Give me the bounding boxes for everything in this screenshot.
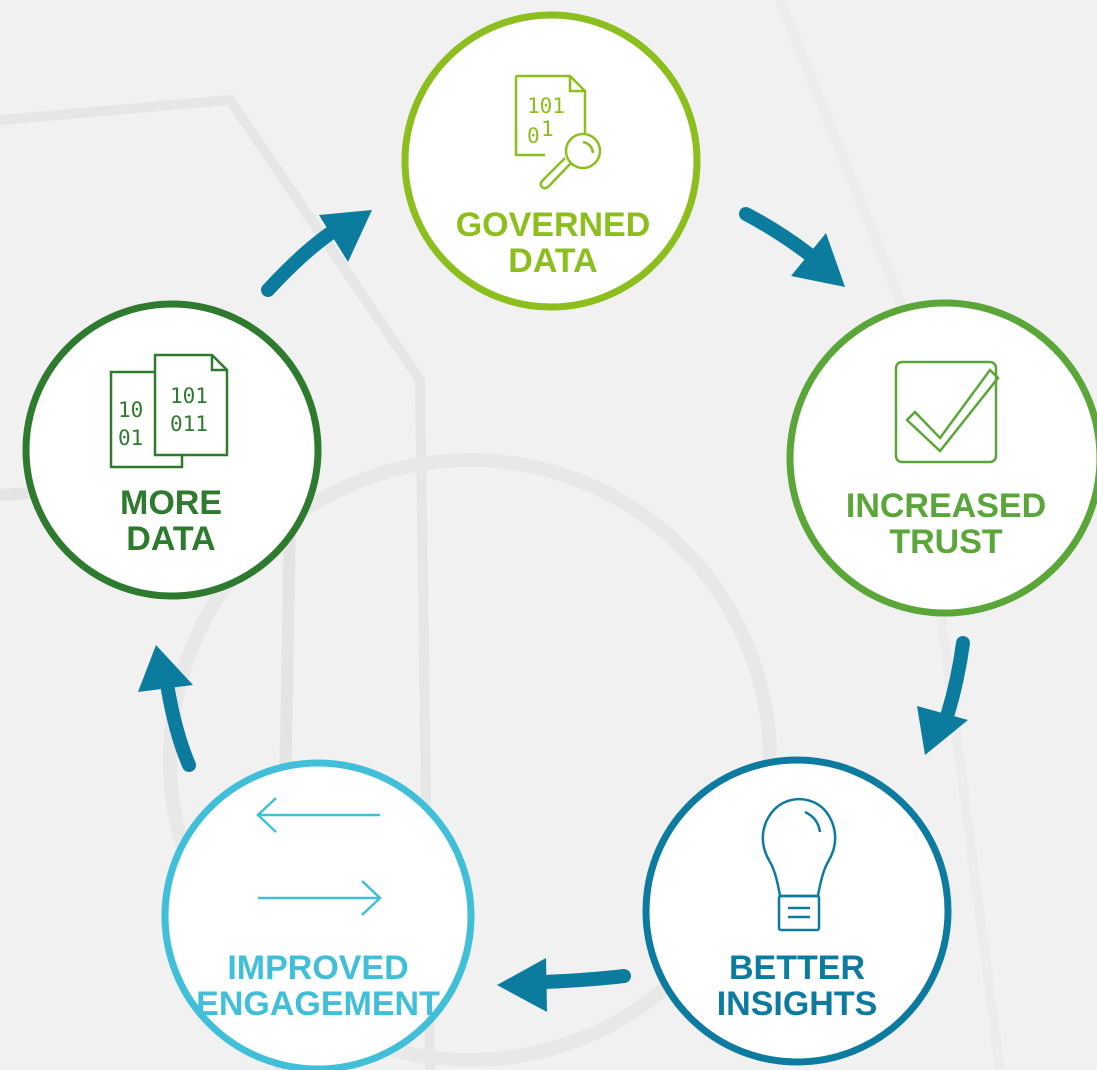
arrow-insights-to-engagement xyxy=(497,958,631,1012)
arrow-governed-to-trust xyxy=(739,207,845,287)
node-title-line1: GOVERNED xyxy=(456,206,651,244)
node-title-line1: MORE xyxy=(120,484,222,522)
arrow-more-to-governed xyxy=(261,210,372,297)
node-title-line2: ENGAGEMENT xyxy=(196,985,440,1023)
arrowhead xyxy=(319,210,372,262)
node-title-line2: INSIGHTS xyxy=(717,985,878,1023)
node-title-line1: INCREASED xyxy=(846,487,1046,525)
node-circle xyxy=(161,759,475,1070)
node-circle xyxy=(786,299,1097,617)
node-governed-data: 101 0 1 GOVERNED DATA xyxy=(401,11,701,311)
icon-magnifier-handle xyxy=(539,157,572,190)
icon-front-row1: 101 xyxy=(170,384,208,408)
node-title-line2: DATA xyxy=(126,520,215,558)
icon-binary-row2: 0 xyxy=(527,124,540,148)
icon-binary-row2b: 1 xyxy=(541,117,554,141)
icon-back-row2: 01 xyxy=(118,426,143,450)
icon-document-outline xyxy=(514,74,587,157)
arrow-shaft xyxy=(161,683,196,772)
icon-checkmark xyxy=(905,368,1000,453)
icon-back-row1: 10 xyxy=(118,398,143,422)
icon-bulb xyxy=(761,797,837,898)
two-documents-binary-icon xyxy=(109,353,229,469)
arrow-trust-to-insights xyxy=(917,636,970,755)
icon-back-document xyxy=(109,370,184,469)
two-way-arrows-icon xyxy=(256,797,382,916)
icon-magnifier-glint xyxy=(582,140,595,154)
node-title-line2: TRUST xyxy=(889,523,1003,561)
arrow-shaft xyxy=(261,223,342,297)
arrow-shaft xyxy=(538,969,631,989)
lightbulb-icon xyxy=(761,797,837,932)
icon-binary-row1: 101 xyxy=(527,94,565,118)
arrowhead xyxy=(791,233,845,287)
arrow-shaft xyxy=(739,207,817,262)
icon-document-corner xyxy=(568,76,585,93)
node-title-line1: BETTER xyxy=(729,949,865,987)
node-more-data: 10 01 101 011 MORE DATA xyxy=(22,300,322,600)
icon-front-document-corner xyxy=(210,355,227,372)
arrow-shaft xyxy=(941,636,970,720)
icon-checkbox xyxy=(894,360,998,464)
icon-bulb-base xyxy=(777,894,821,932)
arrow-engagement-to-more xyxy=(138,645,196,772)
node-improved-engagement: IMPROVED ENGAGEMENT xyxy=(161,759,475,1070)
arrowhead xyxy=(917,706,968,755)
icon-magnifier-lens xyxy=(564,132,602,170)
icon-arrow-left xyxy=(256,797,380,833)
node-title-line2: DATA xyxy=(508,242,597,280)
node-circle xyxy=(642,756,952,1066)
icon-front-document xyxy=(153,353,229,457)
node-circle xyxy=(401,11,701,311)
node-title-line1: IMPROVED xyxy=(227,949,408,987)
arrowhead xyxy=(138,645,193,692)
node-better-insights: BETTER INSIGHTS xyxy=(642,756,952,1066)
node-increased-trust: INCREASED TRUST xyxy=(786,299,1097,617)
checkbox-check-icon xyxy=(894,360,1000,464)
icon-front-row2: 011 xyxy=(170,412,208,436)
icon-bulb-glint xyxy=(804,810,822,833)
document-binary-search-icon xyxy=(514,74,602,190)
arrowhead xyxy=(497,958,547,1012)
node-circle xyxy=(22,300,322,600)
icon-arrow-right xyxy=(258,880,382,916)
